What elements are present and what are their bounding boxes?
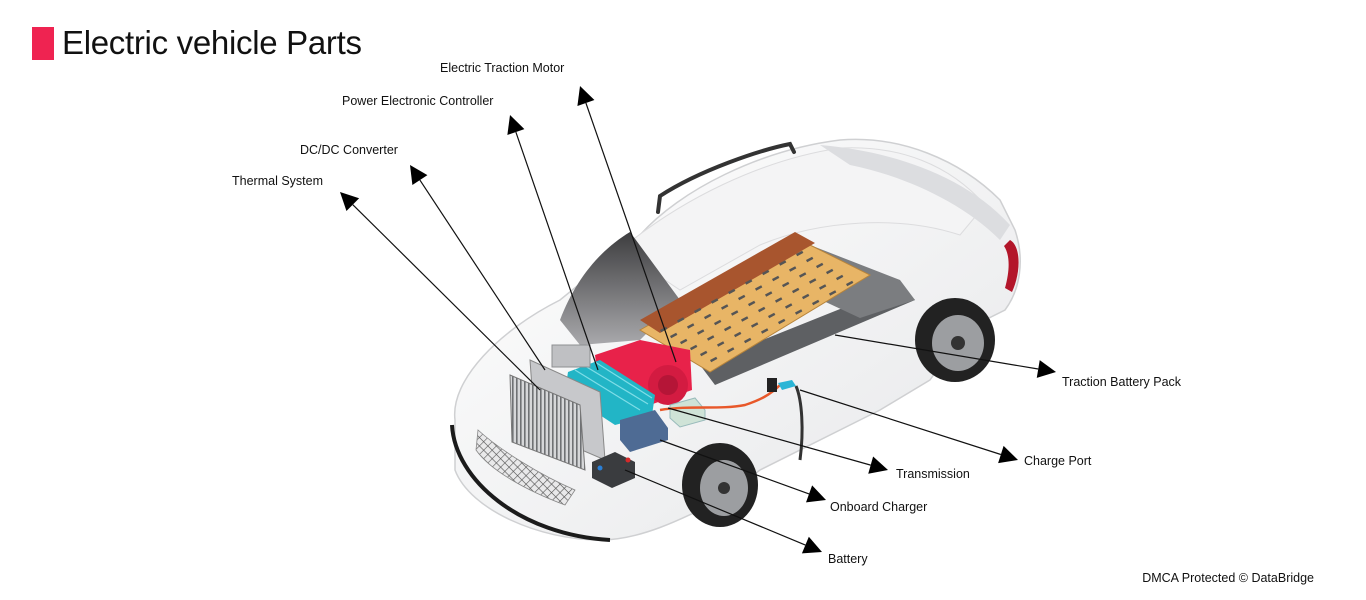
charge-port-part [767, 378, 804, 461]
arrowhead-charge-port [998, 445, 1018, 464]
cell-terminal [738, 294, 746, 301]
leader-line-electric-traction-motor [585, 102, 677, 363]
copyright-footer: DMCA Protected © DataBridge [1142, 571, 1314, 585]
cell-terminal [659, 326, 668, 333]
leader-line-dc-dc-converter [419, 179, 546, 371]
thermal-system-part [509, 359, 606, 471]
label-battery: Battery [828, 552, 868, 566]
label-thermal-system: Thermal System [232, 174, 323, 188]
arrowhead-dc-dc-converter [410, 165, 428, 185]
label-transmission: Transmission [896, 467, 970, 481]
cell-terminal [808, 278, 817, 284]
hv-cable [659, 384, 781, 412]
arrowhead-onboard-charger [806, 485, 826, 503]
rear-wheel [915, 298, 995, 382]
cell-terminal [726, 347, 735, 353]
label-charge-port: Charge Port [1024, 454, 1092, 468]
title-accent-bar [32, 26, 54, 60]
cell-terminal [700, 350, 708, 357]
cell-terminal [703, 313, 712, 320]
cell-terminal [785, 303, 793, 309]
label-power-electronic-controller: Power Electronic Controller [342, 94, 494, 108]
front-wheel [682, 443, 758, 527]
cell-terminal [829, 290, 837, 296]
cell-terminal [755, 285, 763, 291]
cell-terminal [733, 331, 742, 338]
cell-terminal [762, 269, 770, 276]
cell-terminal [669, 332, 678, 339]
cell-terminal [710, 356, 718, 363]
cell-terminal [778, 260, 787, 266]
callout-leaders [340, 86, 1056, 554]
cell-terminal [795, 309, 803, 315]
title-text: Electric vehicle Parts [62, 24, 362, 61]
cell-terminal [721, 304, 729, 310]
leader-line-thermal-system [352, 204, 541, 391]
cell-terminal [799, 272, 807, 278]
cell-terminal [764, 291, 773, 297]
cell-terminal [711, 298, 719, 304]
cell-terminal [792, 287, 800, 294]
leader-line-transmission [667, 407, 871, 466]
cell-terminal [728, 288, 736, 295]
arrowhead-battery [801, 536, 822, 554]
dc-dc-converter-part [551, 344, 591, 368]
arrowhead-electric-traction-motor [577, 86, 595, 106]
arrowhead-power-electronic-controller [507, 115, 525, 135]
cell-terminal [761, 328, 769, 334]
page-title: Electric vehicle Parts [32, 24, 362, 62]
cell-terminal [731, 310, 739, 316]
cell-terminal [687, 323, 695, 329]
cell-terminal [845, 280, 854, 287]
leader-line-battery [624, 469, 806, 546]
cell-terminal [758, 306, 766, 313]
cell-terminal [724, 325, 732, 332]
cell-terminal [781, 281, 790, 288]
cell-terminal [680, 338, 688, 345]
cell-terminal [767, 312, 776, 319]
label-electric-traction-motor: Electric Traction Motor [440, 61, 565, 75]
cell-terminal [714, 319, 722, 326]
label-dc-dc-converter: DC/DC Converter [300, 143, 398, 157]
label-onboard-charger: Onboard Charger [830, 500, 928, 514]
leader-line-traction-battery-pack [834, 334, 1039, 370]
cell-terminal [788, 266, 797, 272]
cell-terminal [771, 275, 780, 282]
arrowhead-transmission [868, 456, 888, 474]
junction-box [669, 397, 706, 428]
label-traction-battery-pack: Traction Battery Pack [1062, 375, 1182, 389]
cell-terminal [744, 279, 753, 285]
cell-terminal [826, 268, 834, 275]
cell-terminal [706, 335, 715, 341]
cell-terminal [774, 297, 783, 303]
cell-terminal [778, 318, 786, 325]
cell-terminal [812, 299, 820, 306]
cell-terminal [748, 300, 756, 307]
cell-terminal [744, 337, 752, 344]
traction-battery-pack [639, 232, 915, 385]
battery-part [592, 452, 635, 488]
cell-terminal [694, 307, 702, 314]
arrowhead-thermal-system [340, 192, 360, 212]
cell-terminal [689, 344, 698, 351]
leader-line-power-electronic-controller [515, 131, 599, 371]
arrowhead-traction-battery-pack [1036, 360, 1056, 378]
cell-terminal [717, 341, 725, 347]
cell-terminal [676, 317, 685, 323]
cell-terminal [816, 262, 824, 269]
battery-cell-terminals [659, 250, 854, 363]
cell-terminal [836, 274, 844, 281]
cell-terminal [801, 293, 810, 300]
cell-terminal [696, 329, 705, 335]
cell-terminal [796, 250, 804, 257]
power-electronic-controller-part [565, 360, 655, 425]
cell-terminal [818, 284, 827, 290]
cell-terminal [806, 256, 814, 263]
leader-line-charge-port [799, 389, 1002, 456]
leader-line-onboard-charger [659, 439, 810, 495]
cell-terminal [741, 316, 749, 322]
onboard-charger-part [620, 410, 668, 452]
cell-terminal [751, 322, 759, 328]
